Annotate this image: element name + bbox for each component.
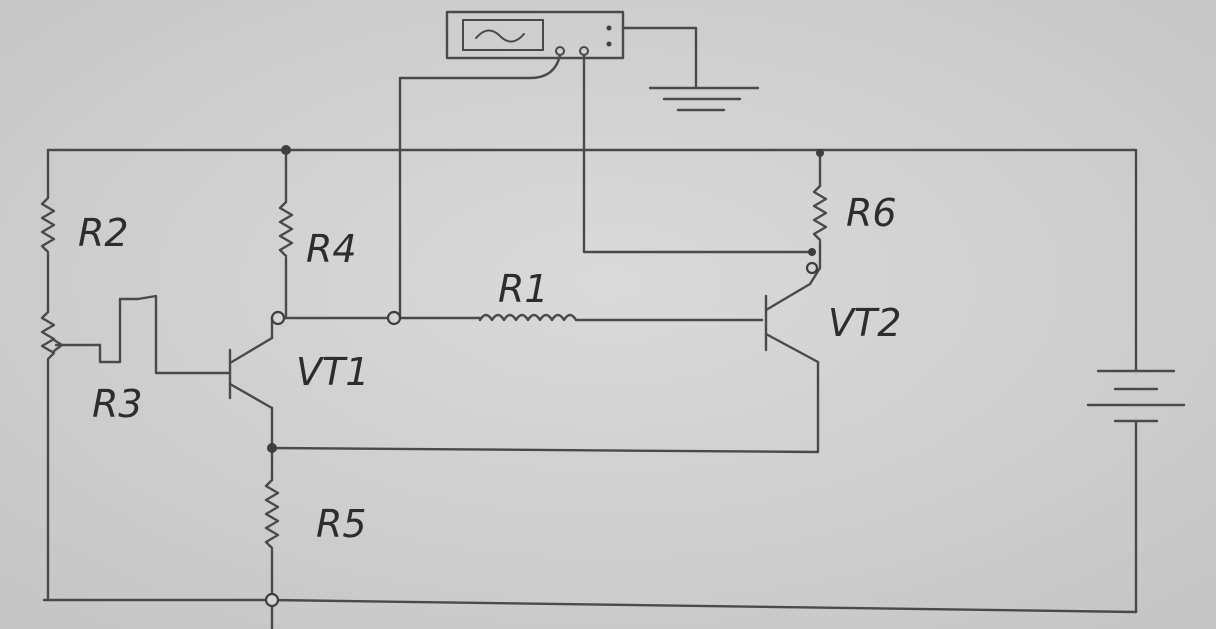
junction-node bbox=[281, 145, 291, 155]
junction-node bbox=[267, 443, 277, 453]
wiper-arrow bbox=[52, 338, 102, 353]
junction-node bbox=[816, 149, 824, 157]
label-r2: R2 bbox=[78, 211, 129, 255]
scope-probe-wire-1 bbox=[398, 53, 562, 320]
pulse-waveform bbox=[98, 294, 224, 375]
junction-node bbox=[270, 310, 286, 326]
top-rail bbox=[46, 148, 1138, 373]
label-r5: R5 bbox=[316, 502, 367, 546]
resistor-r5 bbox=[264, 478, 280, 550]
resistor-r2 bbox=[40, 196, 56, 254]
junction-node bbox=[805, 261, 819, 275]
transistor-vt2 bbox=[764, 282, 820, 364]
junction-node bbox=[264, 592, 280, 608]
label-vt1: VT1 bbox=[296, 350, 369, 394]
r6-wire-bottom bbox=[808, 240, 822, 286]
resistor-r6 bbox=[812, 184, 828, 242]
junction-node bbox=[808, 248, 816, 256]
potentiometer-r3 bbox=[40, 310, 56, 361]
label-r3: R3 bbox=[92, 382, 143, 426]
junction-node bbox=[386, 310, 402, 326]
oscilloscope-icon bbox=[445, 10, 625, 60]
resistor-r4 bbox=[278, 200, 294, 258]
label-r1: R1 bbox=[498, 267, 549, 311]
transistor-vt1 bbox=[220, 336, 274, 410]
scope-probe-wire-2 bbox=[582, 53, 814, 254]
label-vt2: VT2 bbox=[828, 301, 901, 345]
emitter-feedback-line bbox=[270, 360, 820, 454]
label-r6: R6 bbox=[846, 191, 897, 235]
scope-ground-wire bbox=[621, 26, 698, 90]
resistor-r1 bbox=[478, 313, 578, 322]
ground-icon bbox=[648, 86, 760, 112]
label-r4: R4 bbox=[306, 227, 357, 271]
